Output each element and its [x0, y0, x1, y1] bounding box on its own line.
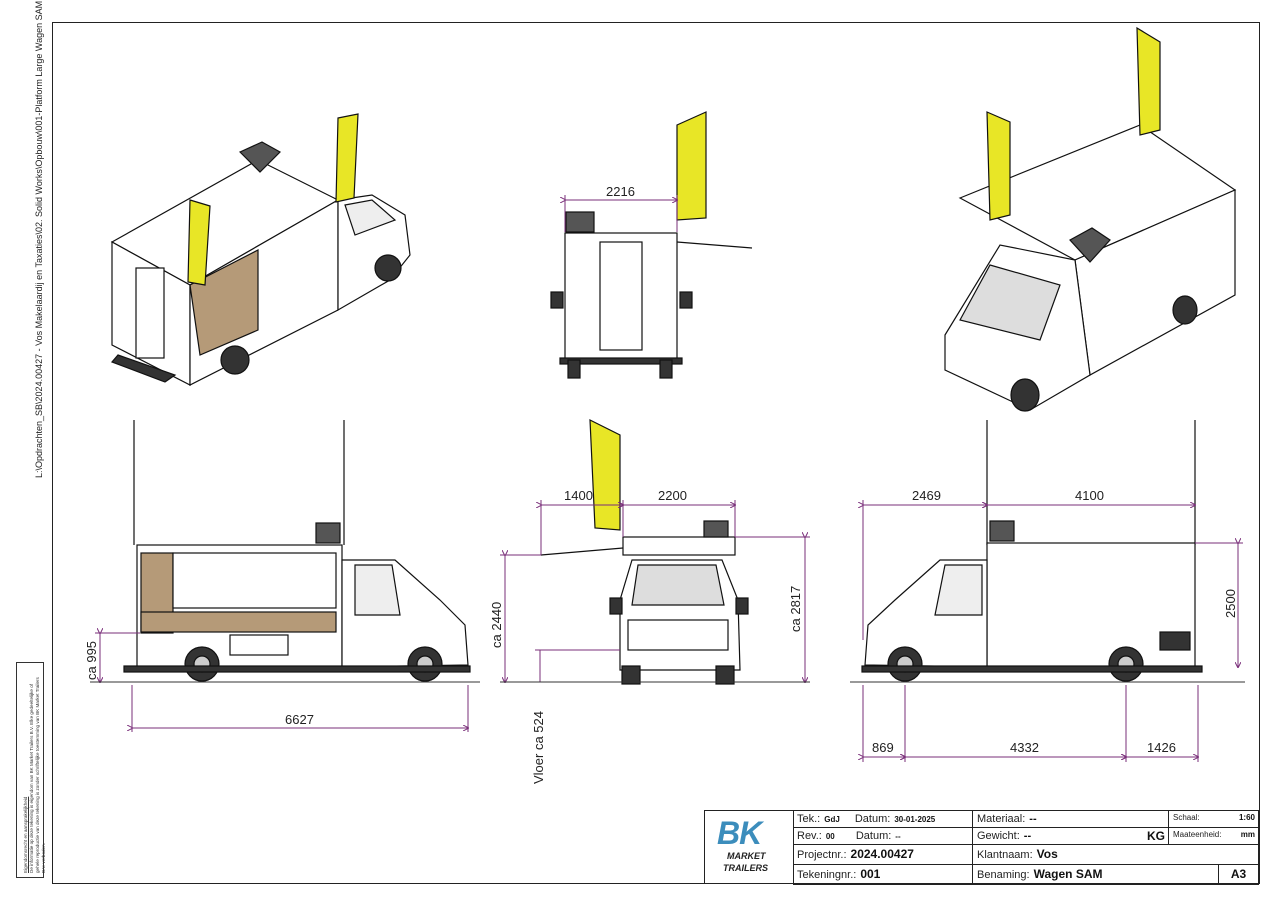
side-view-right	[861, 420, 1203, 682]
dim-front-right: 2200	[658, 488, 687, 503]
dim-side-right-bottom-1: 869	[872, 740, 894, 755]
logo-text-market: MARKET	[727, 851, 766, 861]
dim-floor: Vloer ca 524	[531, 711, 546, 784]
bk-market-trailers-logo: BK MARKET TRAILERS	[705, 811, 794, 883]
logo-mark: BK	[717, 815, 762, 851]
dim-side-right-height: 2500	[1223, 589, 1238, 618]
title-block: BK MARKET TRAILERS Tek.:GdJ Datum:30-01-…	[704, 810, 1259, 885]
maateenheid-cell: Maateenheid: mm	[1169, 828, 1259, 845]
dim-side-left-length: 6627	[285, 712, 314, 727]
dim-front-left: 1400	[564, 488, 593, 503]
klantnaam-cell: Klantnaam:Vos	[973, 845, 1259, 865]
dim-side-right-top-right: 4100	[1075, 488, 1104, 503]
format-cell: A3	[1219, 865, 1259, 885]
schaal-cell: Schaal: 1:60	[1169, 811, 1259, 828]
materiaal-cell: Materiaal:--	[973, 811, 1169, 828]
rev-cell: Rev.:00 Datum:--	[793, 828, 973, 845]
logo-text-trailers: TRAILERS	[723, 863, 768, 873]
dim-side-left-height: ca 995	[84, 641, 99, 680]
dim-front-height: ca 2440	[489, 602, 504, 648]
side-left-dims	[95, 633, 468, 732]
rear-view	[550, 111, 753, 379]
side-view-left	[123, 420, 471, 682]
benaming-cell: Benaming:Wagen SAM	[973, 865, 1219, 885]
gewicht-cell: Gewicht:-- KG	[973, 828, 1169, 845]
tek-cell: Tek.:GdJ Datum:30-01-2025	[793, 811, 973, 828]
iso-view-rear-left	[110, 113, 411, 386]
side-right-dims	[863, 500, 1243, 762]
rear-dim	[565, 195, 677, 232]
dim-rear-width: 2216	[606, 184, 635, 199]
front-dims	[500, 500, 810, 682]
dim-front-total-height: ca 2817	[788, 586, 803, 632]
dim-side-right-top-left: 2469	[912, 488, 941, 503]
disclaimer-box: Eigendomsrecht en aansprakelijkheid De i…	[16, 662, 46, 878]
dim-side-right-bottom-2: 4332	[1010, 740, 1039, 755]
drawing-sheet	[52, 22, 1260, 884]
iso-view-front-right	[944, 26, 1237, 412]
tekeningnr-cell: Tekeningnr.:001	[793, 865, 973, 885]
dim-side-right-bottom-3: 1426	[1147, 740, 1176, 755]
projectnr-cell: Projectnr.:2024.00427	[793, 845, 973, 865]
front-view	[540, 419, 749, 685]
